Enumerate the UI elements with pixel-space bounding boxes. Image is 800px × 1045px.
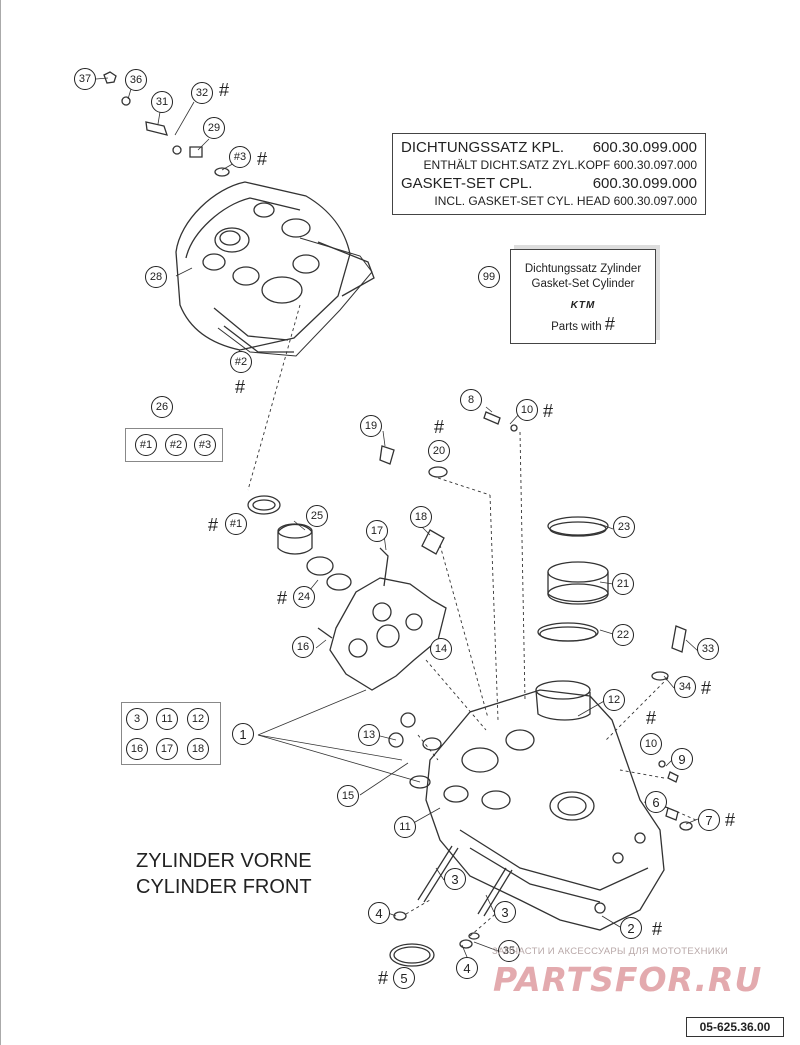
small-parts-left [388, 712, 442, 789]
watermark-logo: PARTSFOR.RU [493, 960, 763, 999]
valve-seals [247, 495, 352, 591]
hash-10-right: # [646, 708, 657, 728]
title-english: CYLINDER FRONT [136, 876, 312, 898]
reference-code: 05-625.36.00 [686, 1017, 784, 1037]
small-parts-right [651, 625, 693, 831]
bearing-cap [317, 547, 447, 691]
kit-line1: Dichtungssatz Zylinder [524, 263, 642, 275]
callout-15: 15 [337, 785, 359, 807]
kit-parts-with-label: Parts with [551, 321, 602, 333]
callout-35: 35 [498, 940, 520, 962]
hash-20: # [434, 417, 445, 437]
hash-2-bottom: # [652, 919, 663, 939]
callout-group-3-hash: #3 [194, 434, 216, 456]
hash-34: # [701, 678, 712, 698]
callout-5: 5 [393, 967, 415, 989]
callout-7: 7 [698, 809, 720, 831]
hash-1: # [208, 515, 219, 535]
gasket-line4: INCL. GASKET-SET CYL. HEAD 600.30.097.00… [434, 194, 697, 208]
callout-37: 37 [74, 68, 96, 90]
callout-4-bottom: 4 [456, 957, 478, 979]
gasket-kit-box: Dichtungssatz Zylinder Gasket-Set Cylind… [510, 249, 656, 344]
callout-1: 1 [232, 723, 254, 745]
callout-13: 13 [358, 724, 380, 746]
callout-10-right: 10 [640, 733, 662, 755]
callout-2-hash: #2 [230, 351, 252, 373]
callout-group-2-hash: #2 [165, 434, 187, 456]
callout-34: 34 [674, 676, 696, 698]
callout-33: 33 [697, 638, 719, 660]
small-parts-top [103, 71, 230, 177]
cylinder-head [425, 680, 665, 931]
gasket-set-box: DICHTUNGSSATZ KPL. 600.30.099.000 ENTHÄL… [392, 133, 706, 215]
callout-23: 23 [613, 516, 635, 538]
callout-26: 26 [151, 396, 173, 418]
callout-99: 99 [478, 266, 500, 288]
callout-group-1-hash: #1 [135, 434, 157, 456]
bottom-parts [389, 845, 513, 967]
callout-2: 2 [620, 917, 642, 939]
callout-24: 24 [293, 586, 315, 608]
gasket-line1-label: DICHTUNGSSATZ KPL. [401, 139, 565, 156]
callout-20: 20 [428, 440, 450, 462]
callout-31: 31 [151, 91, 173, 113]
callout-28: 28 [145, 266, 167, 288]
gasket-line1-number: 600.30.099.000 [592, 139, 697, 156]
callout-4-left: 4 [368, 902, 390, 924]
watermark-tagline: ЗАПЧАСТИ И АКСЕССУАРЫ ДЛЯ МОТОТЕХНИКИ [492, 946, 728, 957]
callout-18: 18 [410, 506, 432, 528]
callout-3-left: 3 [444, 868, 466, 890]
callout-29: 29 [203, 117, 225, 139]
callout-16: 16 [292, 636, 314, 658]
callout-12: 12 [603, 689, 625, 711]
callout-9: 9 [671, 748, 693, 770]
callout-22: 22 [612, 624, 634, 646]
hash-5: # [378, 968, 389, 988]
callout-group-11: 11 [156, 708, 178, 730]
hash-3: # [257, 149, 268, 169]
valve-cover [175, 181, 375, 353]
hash-7: # [725, 810, 736, 830]
callout-32: 32 [191, 82, 213, 104]
hash-2: # [235, 377, 246, 397]
gasket-line2: ENTHÄLT DICHT.SATZ ZYL.KOPF 600.30.097.0… [423, 158, 697, 172]
ktm-logo: KTM [570, 300, 596, 311]
kit-line2: Gasket-Set Cylinder [531, 278, 635, 290]
hash-24: # [277, 588, 288, 608]
callout-10-top: 10 [516, 399, 538, 421]
kit-hash-symbol: # [604, 314, 615, 334]
title-german: ZYLINDER VORNE [136, 850, 312, 872]
intake-boot-clamps [537, 516, 609, 642]
callout-group-12: 12 [187, 708, 209, 730]
callout-group-3: 3 [126, 708, 148, 730]
callout-6: 6 [645, 791, 667, 813]
callout-11: 11 [394, 816, 416, 838]
callout-36: 36 [125, 69, 147, 91]
callout-21: 21 [612, 573, 634, 595]
hash-32: # [219, 80, 230, 100]
callout-group-18: 18 [187, 738, 209, 760]
callout-group-17: 17 [156, 738, 178, 760]
callout-1-hash-bottom: #1 [225, 513, 247, 535]
diagram-title: ZYLINDER VORNE CYLINDER FRONT [136, 848, 312, 900]
callout-group-16: 16 [126, 738, 148, 760]
callout-17: 17 [366, 520, 388, 542]
assembly-guides [247, 304, 697, 937]
gasket-line3-label: GASKET-SET CPL. [401, 175, 533, 192]
hash-10-top: # [543, 401, 554, 421]
callout-14: 14 [430, 638, 452, 660]
gasket-line3-number: 600.30.099.000 [592, 175, 697, 192]
kit-parts-with: Parts with # [511, 314, 655, 335]
callout-3-hash: #3 [229, 146, 251, 168]
callout-19: 19 [360, 415, 382, 437]
callout-3-right: 3 [494, 901, 516, 923]
sensors [379, 411, 518, 555]
callout-8: 8 [460, 389, 482, 411]
callout-25: 25 [306, 505, 328, 527]
